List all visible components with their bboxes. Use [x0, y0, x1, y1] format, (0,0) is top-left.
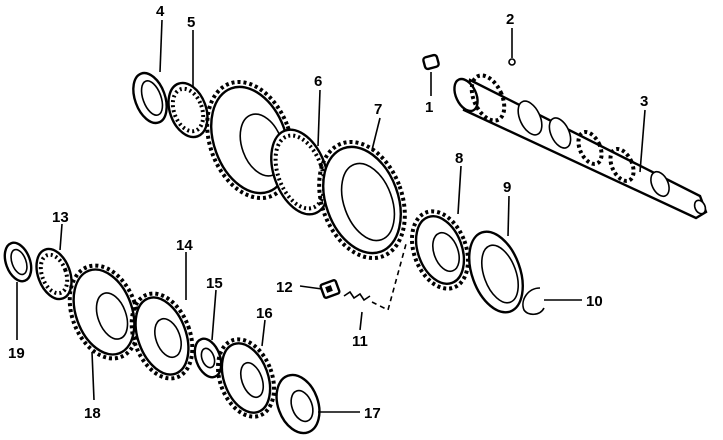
spring-11	[343, 290, 371, 302]
callout-8: 8	[455, 150, 463, 167]
callout-13: 13	[52, 209, 69, 226]
assembly-guide-line	[371, 243, 407, 312]
bearing-17	[275, 373, 321, 435]
callout-7: 7	[374, 101, 382, 118]
callout-labels: 1 2 3 4 5 6 7 8 9 10 11 12 13 14 15 16 1…	[8, 3, 648, 422]
synchro-ring-6	[270, 128, 330, 216]
key-part	[422, 53, 440, 71]
snap-ring-19	[3, 241, 33, 283]
callout-11: 11	[352, 333, 368, 350]
callout-9: 9	[503, 179, 511, 196]
gear-8	[409, 209, 471, 291]
callout-12: 12	[276, 279, 293, 296]
gear-16	[215, 337, 277, 419]
callout-16: 16	[256, 305, 273, 322]
callout-4: 4	[156, 3, 165, 20]
gear-14	[129, 291, 195, 381]
leader-lines	[16, 19, 646, 413]
callout-15: 15	[206, 275, 223, 292]
callout-5: 5	[187, 14, 195, 31]
shift-key-12	[319, 279, 341, 299]
callout-19: 19	[8, 345, 25, 362]
main-shaft	[453, 73, 708, 220]
callout-3: 3	[640, 93, 648, 110]
callout-6: 6	[314, 73, 322, 90]
sleeve-7	[317, 139, 407, 261]
washer-4	[132, 71, 168, 125]
callout-14: 14	[176, 237, 193, 254]
callout-17: 17	[364, 405, 381, 422]
bearing-13	[35, 247, 73, 301]
callout-18: 18	[84, 405, 101, 422]
callout-10: 10	[586, 293, 603, 310]
callout-1: 1	[425, 99, 433, 116]
gear-18	[67, 263, 141, 361]
callout-2: 2	[506, 11, 514, 28]
circlip-10	[522, 287, 545, 316]
collar-15	[193, 337, 223, 379]
needle-bearing-5	[167, 81, 209, 139]
ball-part	[508, 58, 516, 66]
ring-9	[468, 230, 524, 314]
